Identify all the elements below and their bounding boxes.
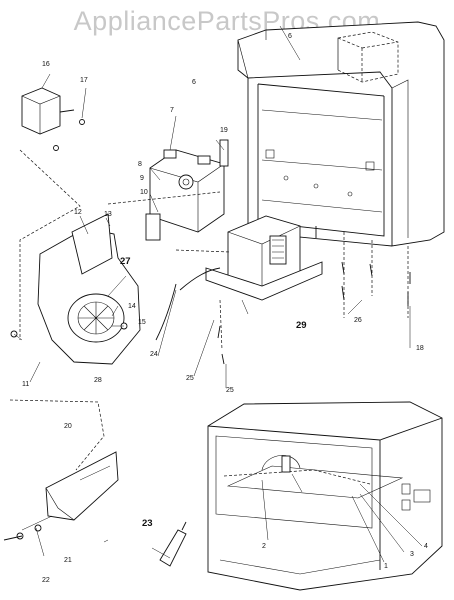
callout-22: 22 <box>42 577 50 584</box>
callout-13: 13 <box>104 211 112 218</box>
transformer <box>155 215 323 341</box>
callout-9: 9 <box>140 175 144 182</box>
callout-3: 3 <box>410 551 414 558</box>
callout-27: 27 <box>120 256 131 267</box>
magnetron <box>145 139 229 241</box>
callout-1: 1 <box>384 563 388 570</box>
lower-cabinet <box>207 401 443 591</box>
callout-labels: 16 17 6 6 7 19 8 9 10 12 13 27 14 15 11 … <box>22 33 428 584</box>
outer-cabinet <box>237 21 445 247</box>
callout-6-lower: 6 <box>192 79 196 86</box>
callout-29: 29 <box>296 320 307 331</box>
callout-17: 17 <box>80 77 88 84</box>
callout-21: 21 <box>64 557 72 564</box>
callout-15: 15 <box>138 319 146 326</box>
callout-24: 24 <box>150 351 158 358</box>
fan-motor <box>21 87 85 151</box>
bracket <box>3 451 119 541</box>
callout-4: 4 <box>424 543 428 550</box>
callout-19: 19 <box>220 127 228 134</box>
callout-28: 28 <box>94 377 102 384</box>
callout-8: 8 <box>138 161 142 168</box>
blower-assembly <box>10 213 141 365</box>
callout-7: 7 <box>170 107 174 114</box>
callout-26: 26 <box>354 317 362 324</box>
callout-14: 14 <box>128 303 136 310</box>
callout-6-upper: 6 <box>288 33 292 40</box>
callout-25-right: 25 <box>226 387 234 394</box>
callout-16: 16 <box>42 61 50 68</box>
callout-11: 11 <box>22 381 29 388</box>
leader-lines <box>9 25 423 563</box>
callout-12: 12 <box>74 209 82 216</box>
callout-2: 2 <box>262 543 266 550</box>
callout-23: 23 <box>142 518 153 529</box>
callout-20: 20 <box>64 423 72 430</box>
callout-25-left: 25 <box>186 375 194 382</box>
grease-tube <box>159 521 187 567</box>
callout-18: 18 <box>416 345 424 352</box>
callout-10: 10 <box>140 189 148 196</box>
